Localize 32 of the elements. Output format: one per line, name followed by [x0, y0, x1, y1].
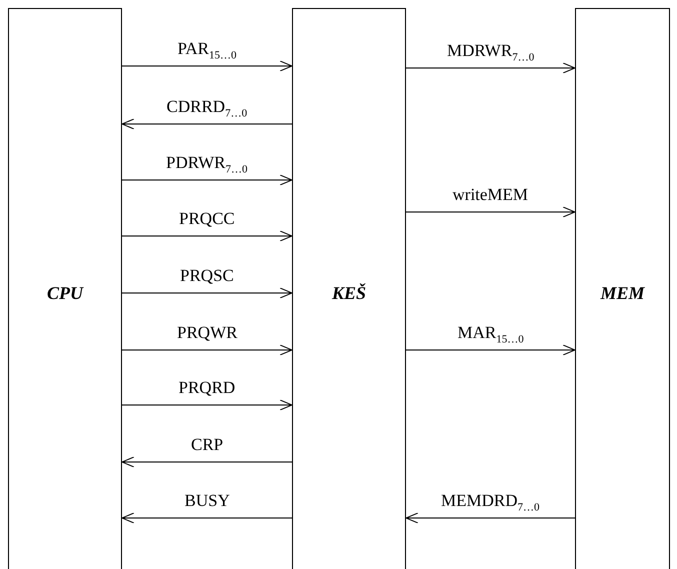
- signal-arrow: [406, 512, 576, 524]
- block-box: [8, 8, 122, 569]
- signal-label: MEMDRD$_{7…0}$: [441, 492, 540, 516]
- block-label: MEM: [599, 283, 646, 304]
- block-box: [292, 8, 406, 569]
- signal-label: PRQCC: [179, 210, 235, 228]
- signal-label: CDRRD$_{7…0}$: [166, 98, 248, 122]
- signal-label: MDRWR$_{7…0}$: [447, 42, 534, 66]
- block-box: [575, 8, 670, 569]
- signal-arrow: [122, 230, 292, 242]
- signal-arrow: [406, 344, 576, 356]
- signal-label: PRQWR: [177, 324, 238, 342]
- signal-arrow: [122, 174, 292, 186]
- signal-arrow: [122, 512, 292, 524]
- signal-label: PDRWR$_{7…0}$: [166, 154, 248, 178]
- block-label: KEŠ: [330, 283, 368, 304]
- signal-label: MAR$_{15…0}$: [458, 324, 524, 348]
- signal-arrow: [406, 206, 576, 218]
- signal-arrow: [122, 118, 292, 130]
- block-label: CPU: [46, 283, 85, 304]
- signal-arrow: [406, 62, 576, 74]
- signal-arrow: [122, 344, 292, 356]
- signal-label: writeMEM: [452, 186, 528, 204]
- signal-label: PRQSC: [180, 267, 234, 285]
- signal-label: BUSY: [184, 492, 230, 510]
- signal-label: PRQRD: [178, 379, 236, 397]
- signal-arrow: [122, 60, 292, 72]
- signal-arrow: [122, 456, 292, 468]
- signal-label: PAR$_{15…0}$: [178, 40, 237, 64]
- signal-arrow: [122, 400, 292, 410]
- signal-label: CRP: [191, 436, 224, 454]
- signal-arrow: [122, 288, 292, 298]
